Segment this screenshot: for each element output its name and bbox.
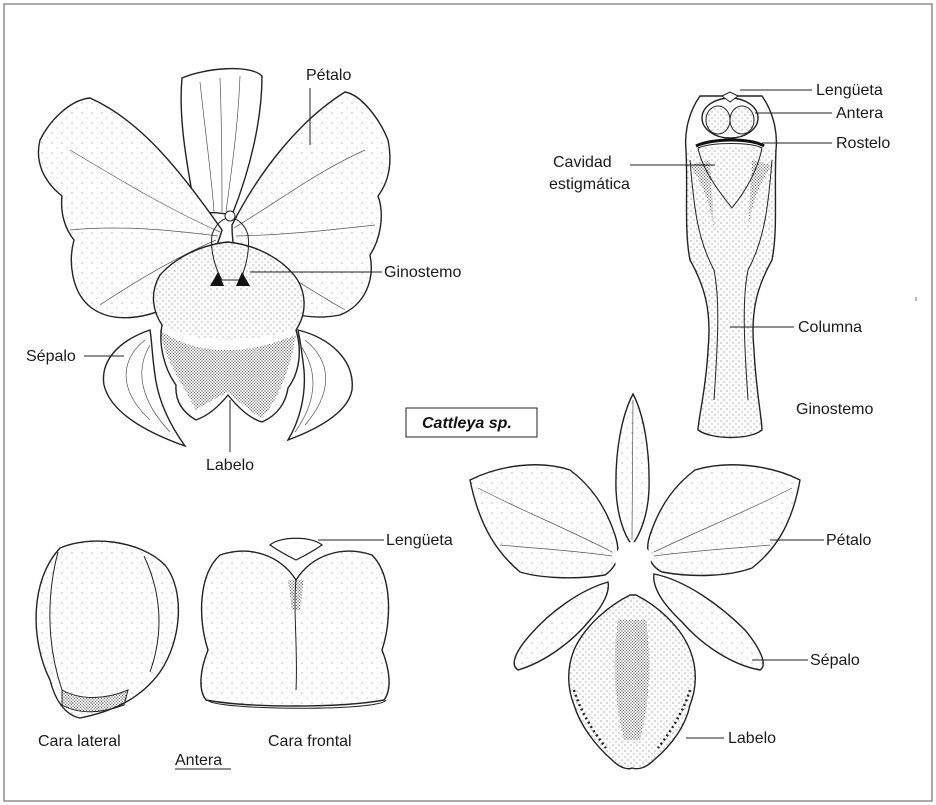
anther-lengueta-label: Lengüeta xyxy=(386,532,453,549)
col-ginostemo-caption: Ginostemo xyxy=(796,401,873,418)
anther-lateral-illustration xyxy=(36,541,178,718)
flower-petalo-label: Pétalo xyxy=(306,67,351,84)
whole-flower-illustration xyxy=(38,69,389,446)
dis-labelo-label: Labelo xyxy=(728,730,776,747)
anther-frontal-illustration xyxy=(201,538,389,708)
col-lengueta-label: Lengüeta xyxy=(816,82,883,99)
column-illustration xyxy=(686,92,777,438)
dis-petalo-label: Pétalo xyxy=(826,532,871,549)
anther-frontal-caption: Cara frontal xyxy=(268,733,352,750)
dis-sepalo-label: Sépalo xyxy=(810,652,860,669)
col-cavidad-label-1: Cavidad xyxy=(553,154,612,171)
flower-labelo-label: Labelo xyxy=(206,457,254,474)
col-columna-label: Columna xyxy=(798,319,862,336)
anther-caption: Antera xyxy=(175,752,222,769)
title-label: Cattleya sp. xyxy=(422,415,512,432)
anther-lateral-caption: Cara lateral xyxy=(38,733,121,750)
flower-ginostemo-label: Ginostemo xyxy=(384,264,461,281)
flower-sepalo-label: Sépalo xyxy=(26,348,76,365)
dissected-flower-illustration xyxy=(470,394,800,769)
col-cavidad-label-2: estigmática xyxy=(549,176,630,193)
col-rostelo-label: Rostelo xyxy=(836,135,890,152)
col-antera-label: Antera xyxy=(836,105,883,122)
